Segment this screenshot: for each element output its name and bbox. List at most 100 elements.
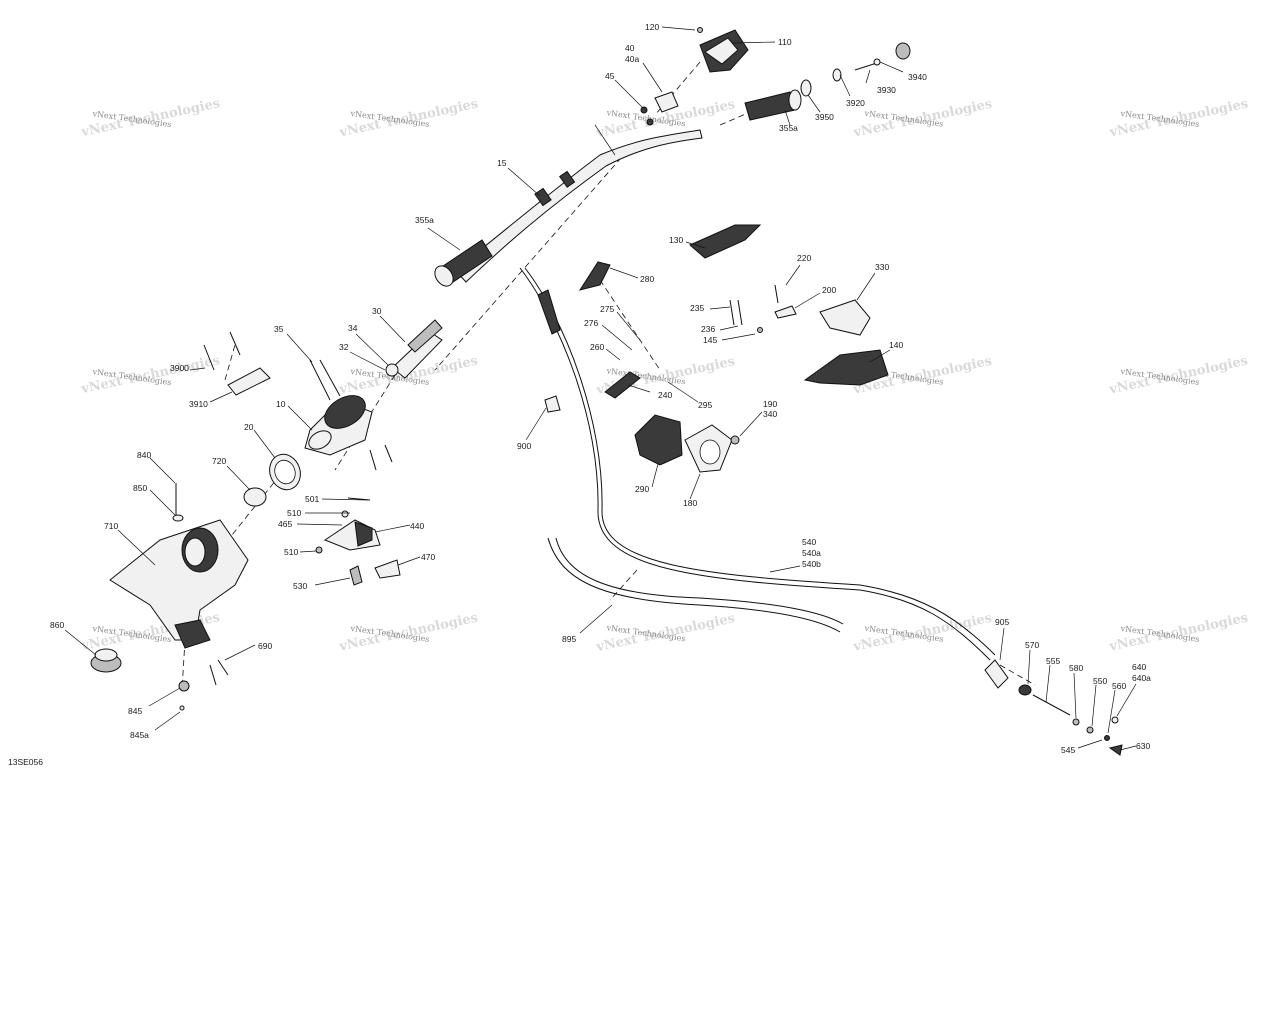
callout-850: 850: [133, 483, 147, 493]
cover-part-180: [684, 424, 733, 473]
watermark-10: vNext Technologies vNext Technologies: [1107, 353, 1249, 397]
callout-15: 15: [497, 158, 507, 168]
watermark-14: vNext Technologies vNext Technologies: [851, 611, 993, 655]
callout-235: 235: [690, 303, 704, 313]
callout-560: 560: [1112, 681, 1126, 691]
callout-3930: 3930: [877, 85, 896, 95]
switch-part-280: [578, 261, 611, 291]
handlebar-part-15: [454, 124, 703, 283]
screw-part-120: [697, 27, 703, 33]
callout-540: 540: [802, 537, 816, 547]
callout-236: 236: [701, 324, 715, 334]
callout-540b: 540b: [802, 559, 821, 569]
throttle-cable: [519, 267, 996, 661]
callout-900: 900: [517, 441, 531, 451]
callout-120: 120: [645, 22, 659, 32]
hose-part-895: [547, 537, 844, 633]
callout-640: 640: [1132, 662, 1146, 672]
callout-860: 860: [50, 620, 64, 630]
callout-275: 275: [600, 304, 614, 314]
callout-340: 340: [763, 409, 777, 419]
watermark-15: vNext Technologies vNext Technologies: [1107, 610, 1249, 654]
callout-35: 35: [274, 324, 284, 334]
bushing-part-720: [243, 487, 267, 507]
callout-3950: 3950: [815, 112, 834, 122]
callout-3900: 3900: [170, 363, 189, 373]
reference-code: 13SE056: [8, 757, 43, 767]
grip-part-355a-right: [744, 89, 802, 121]
housing-part-110: [699, 29, 749, 73]
callout-3910: 3910: [189, 399, 208, 409]
callout-555: 555: [1046, 656, 1060, 666]
callout-710: 710: [104, 521, 118, 531]
callout-260: 260: [590, 342, 604, 352]
watermark-1: vNext Technologies vNext Technologies: [79, 96, 221, 140]
watermark-5: vNext Technologies vNext Technologies: [1107, 96, 1249, 140]
callout-140: 140: [889, 340, 903, 350]
callout-295: 295: [698, 400, 712, 410]
fastener-parts-690-845: [178, 659, 229, 711]
watermark-2: vNext Technologies vNext Technologies: [337, 96, 479, 140]
switch-part-240: [604, 371, 641, 399]
callout-630: 630: [1136, 741, 1150, 751]
callout-40: 40: [625, 43, 635, 53]
callout-145: 145: [703, 335, 717, 345]
callout-3940: 3940: [908, 72, 927, 82]
callout-20: 20: [244, 422, 254, 432]
callout-45: 45: [605, 71, 615, 81]
callout-470: 470: [421, 552, 435, 562]
nut-part-190-340: [730, 435, 740, 445]
cap-part-860: [90, 648, 122, 673]
callout-845: 845: [128, 706, 142, 716]
housing-part-290: [634, 414, 683, 466]
callout-3920: 3920: [846, 98, 865, 108]
callout-40a: 40a: [625, 54, 639, 64]
callout-465: 465: [278, 519, 292, 529]
lever-part-440: [315, 497, 401, 586]
callout-34: 34: [348, 323, 358, 333]
watermark-13: vNext Technologies vNext Technologies: [594, 611, 736, 655]
switch-housing-part-130: [689, 224, 762, 259]
callout-190: 190: [763, 399, 777, 409]
end-cap-parts: [800, 42, 911, 97]
callout-540a: 540a: [802, 548, 821, 558]
callout-130: 130: [669, 235, 683, 245]
switch-part-140: [803, 349, 889, 386]
callout-570: 570: [1025, 640, 1039, 650]
callout-30: 30: [372, 306, 382, 316]
callout-720: 720: [212, 456, 226, 466]
callout-355a-left: 355a: [415, 215, 434, 225]
callout-501: 501: [305, 494, 319, 504]
callout-550: 550: [1093, 676, 1107, 686]
callout-240: 240: [658, 390, 672, 400]
callout-280: 280: [640, 274, 654, 284]
watermark-6: vNext Technologies vNext Technologies: [79, 353, 221, 397]
callout-330: 330: [875, 262, 889, 272]
callout-355a-right: 355a: [779, 123, 798, 133]
stem-part-10: [304, 395, 373, 456]
callout-180: 180: [683, 498, 697, 508]
callout-905: 905: [995, 617, 1009, 627]
cover-part-330: [819, 299, 871, 336]
grip-part-355a-left: [434, 239, 493, 287]
callout-200: 200: [822, 285, 836, 295]
screw-parts-35: [309, 359, 393, 471]
cable-end-parts: [984, 659, 1123, 756]
callout-276: 276: [584, 318, 598, 328]
cover-part-3910: [203, 331, 271, 396]
callout-895: 895: [562, 634, 576, 644]
watermark-4: vNext Technologies vNext Technologies: [851, 97, 993, 141]
callout-640a: 640a: [1132, 673, 1151, 683]
clamp-part-40: [640, 91, 679, 126]
callout-290: 290: [635, 484, 649, 494]
button-part-200: [774, 305, 797, 319]
callout-530: 530: [293, 581, 307, 591]
callout-440: 440: [410, 521, 424, 531]
bracket-part-710: [109, 519, 249, 649]
callout-10: 10: [276, 399, 286, 409]
callout-580: 580: [1069, 663, 1083, 673]
callout-110: 110: [778, 37, 792, 47]
watermark-12: vNext Technologies vNext Technologies: [337, 610, 479, 654]
